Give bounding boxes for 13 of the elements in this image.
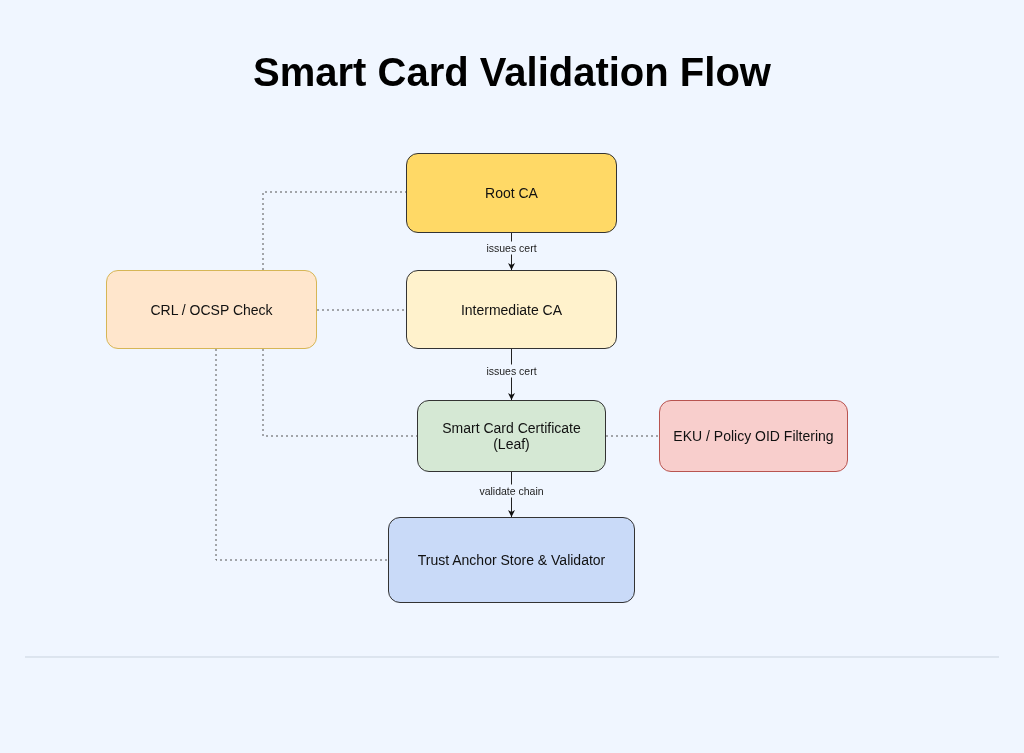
process-box: Intermediate CA <box>406 270 617 349</box>
diagram-title: Smart Card Validation Flow <box>252 50 772 95</box>
process-box: Smart Card Certificate (Leaf) <box>417 400 606 472</box>
edge-label: validate chain <box>478 484 545 497</box>
process-box: Trust Anchor Store & Validator <box>388 517 635 603</box>
edge-label: issues cert <box>485 241 538 254</box>
process-box: EKU / Policy OID Filtering <box>659 400 848 472</box>
edge-label: issues cert <box>485 364 538 377</box>
process-box: CRL / OCSP Check <box>106 270 317 349</box>
dotted-connector <box>316 309 407 311</box>
dotted-connector <box>215 348 389 561</box>
dotted-connector <box>605 435 660 437</box>
process-box: Root CA <box>406 153 617 233</box>
